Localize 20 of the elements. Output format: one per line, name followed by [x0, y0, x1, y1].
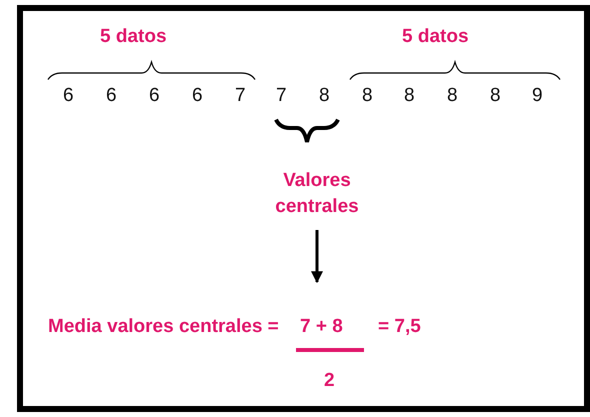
data-value: 6 [192, 85, 203, 107]
data-value: 6 [63, 85, 74, 107]
result-text: = 7,5 [378, 316, 421, 338]
group-label: 5 datos [100, 26, 167, 48]
data-value: 8 [447, 85, 458, 107]
data-value: 7 [235, 85, 246, 107]
text-label: Valores centrales [262, 168, 372, 228]
group-label: 5 datos [402, 26, 469, 48]
data-value: 9 [532, 85, 543, 107]
data-value: 8 [404, 85, 415, 107]
data-value: 8 [490, 85, 501, 107]
formula-text: Media valores centrales = [48, 316, 279, 338]
data-value: 8 [319, 85, 330, 107]
data-value: 7 [276, 85, 287, 107]
arrow [311, 230, 323, 284]
data-value: 6 [149, 85, 160, 107]
data-value: 6 [106, 85, 117, 107]
numerator: 7 + 8 [300, 316, 343, 338]
denominator: 2 [324, 370, 335, 392]
data-value: 8 [362, 85, 373, 107]
